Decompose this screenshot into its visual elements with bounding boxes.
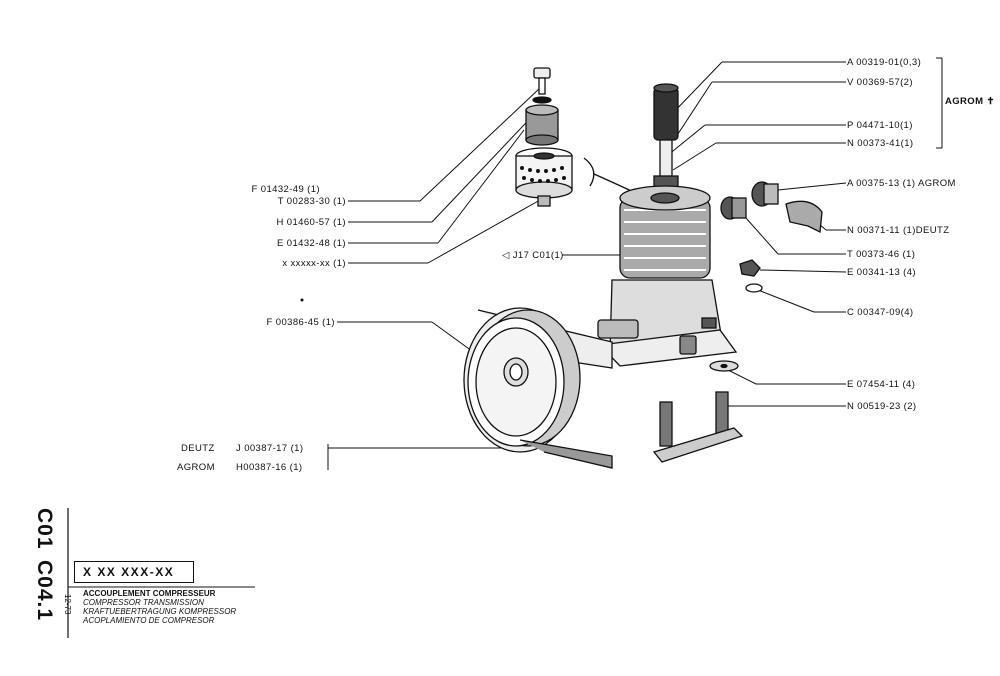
callout-label: P 04471-10(1) [847,120,913,131]
callout-label: V 00369-57(2) [847,77,913,88]
leader-lines-left [327,87,620,470]
compressor-body [597,185,738,367]
callout-label: F 00386-45 (1) [266,317,335,328]
callout-label: x xxxxx-xx (1) [282,258,346,269]
part-number: X XX XXX-XX [83,565,175,579]
title-line: KRAFTUEBERTRAGUNG KOMPRESSOR [83,607,237,616]
title-line: COMPRESSOR TRANSMISSION [83,598,204,607]
callout-label: C 00347-09(4) [847,307,914,318]
callout-label: E 01432-48 (1) [277,238,346,249]
belt-code: H00387-16 (1) [236,462,303,473]
belt-code: J 00387-17 (1) [236,443,304,454]
mounting-studs [652,391,744,463]
part-number-box: X XX XXX-XX [74,561,194,583]
title-line: ACOPLAMIENTO DE COMPRESOR [83,616,215,625]
callout-label: H 01460-57 (1) [276,217,346,228]
assembly-ref-label: ◁ J17 C01(1) [502,250,564,261]
side-code: C01 [33,508,56,550]
air-inlet-tube [593,83,679,201]
callout-label: E 07454-11 (4) [847,379,916,390]
callout-label: N 00519-23 (2) [847,401,917,412]
leader-lines-right [667,57,943,407]
belt-brand: DEUTZ [181,443,215,454]
side-code: C04.1 [33,560,56,622]
title-block: ACCOUPLEMENT COMPRESSEUR COMPRESSOR TRAN… [83,589,236,625]
callout-label: N 00371-11 (1)DEUTZ [847,225,950,236]
agrom-bracket-label: AGROM ✝ [945,96,995,107]
callout-label: T 00283-30 (1) [277,196,346,207]
callout-label: A 00375-13 (1) AGROM [847,178,956,189]
callout-label: A 00319-01(0,3) [847,57,922,68]
callout-label: F 01432-49 (1) [251,184,320,195]
belt-brand: AGROM [177,462,215,473]
callout-label: N 00373-41(1) [847,138,914,149]
title-frame [67,508,255,638]
callout-label: E 00341-13 (4) [847,267,916,278]
title-line: ACCOUPLEMENT COMPRESSEUR [83,589,216,598]
filter-assembly [515,67,595,207]
callout-label: T 00373-46 (1) [847,249,916,260]
pulley-and-belt [463,307,613,469]
side-fittings [709,181,823,372]
